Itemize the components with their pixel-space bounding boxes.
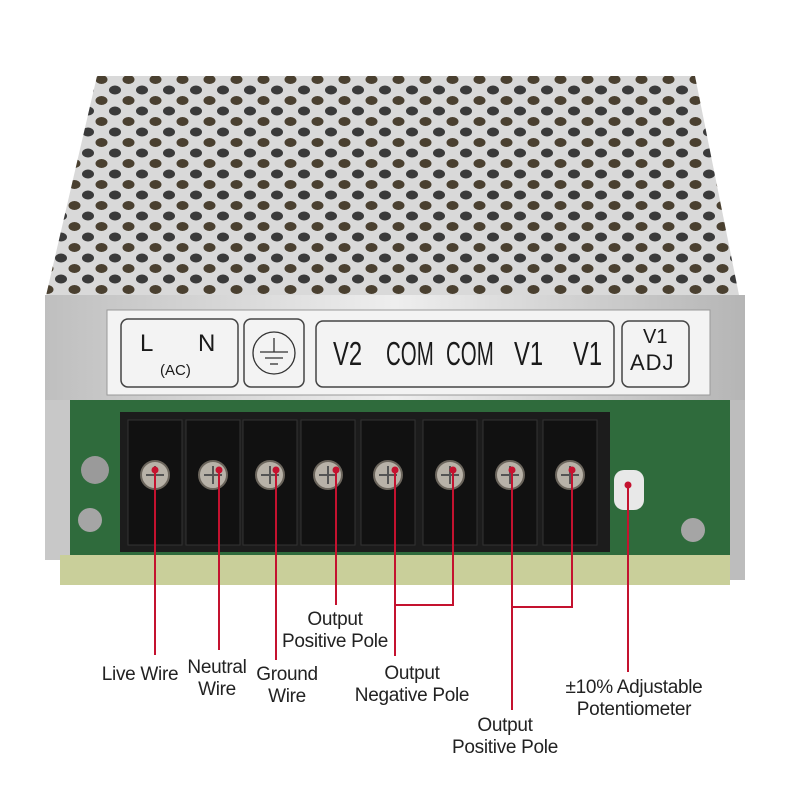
plate-COM-2: COM bbox=[446, 335, 494, 372]
callout-dot bbox=[449, 466, 457, 474]
plate-V2: V2 bbox=[333, 335, 363, 372]
plate-adj-V1: V1 bbox=[643, 326, 668, 348]
callout-dot bbox=[391, 466, 399, 474]
callout-dot bbox=[332, 466, 340, 474]
callout-dot bbox=[508, 466, 516, 474]
callout-dot bbox=[215, 466, 223, 474]
callout-live-wire: Live Wire bbox=[101, 664, 179, 685]
perforated-cover bbox=[45, 76, 740, 300]
callout-dot bbox=[151, 466, 159, 474]
plate-adj-ADJ: ADJ bbox=[630, 350, 675, 375]
callout-line bbox=[394, 470, 454, 606]
plate-COM-1: COM bbox=[386, 335, 434, 372]
plate-V1-2: V1 bbox=[573, 335, 603, 372]
earth-ground-icon bbox=[252, 331, 296, 375]
callout-line bbox=[511, 470, 573, 608]
callout-dot bbox=[568, 466, 576, 474]
plate-V1-1: V1 bbox=[514, 335, 544, 372]
callout-dot bbox=[272, 466, 280, 474]
plate-AC: (AC) bbox=[160, 362, 191, 379]
plate-L: L bbox=[140, 330, 154, 357]
plate-N: N bbox=[198, 330, 216, 357]
callout-dot bbox=[624, 481, 632, 489]
terminal-label-plate bbox=[106, 309, 711, 396]
